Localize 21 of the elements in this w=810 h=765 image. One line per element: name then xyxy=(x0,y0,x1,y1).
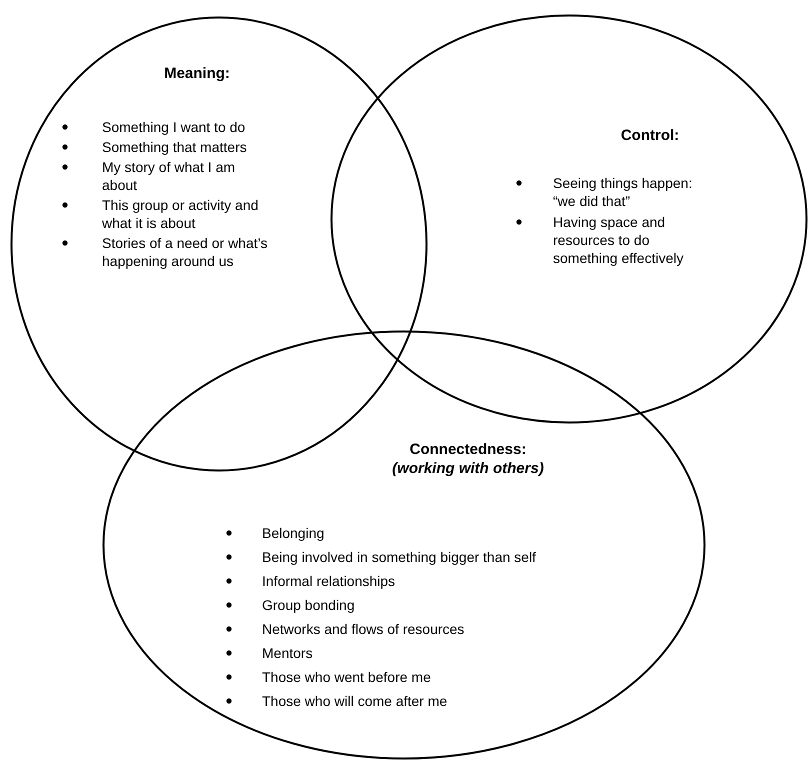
heading: Connectedness: xyxy=(408,440,528,459)
list-item-text: Seeing things happen: “we did that” xyxy=(553,174,694,210)
subheading: (working with others) xyxy=(391,459,545,478)
list-item-text: Being involved in something bigger than self xyxy=(262,548,537,566)
venn-ellipse xyxy=(102,330,706,760)
list-item-text: Something that matters xyxy=(102,138,248,156)
list-item-text: Group bonding xyxy=(262,596,356,614)
heading: Control: xyxy=(620,126,680,145)
list-item-text: Something I want to do xyxy=(102,118,246,136)
list-item-text: Mentors xyxy=(262,644,314,662)
venn-ellipse xyxy=(330,14,808,424)
list-item-text: This group or activity and what it is about xyxy=(102,196,260,232)
heading: Meaning: xyxy=(163,64,231,83)
list-item-text: Belonging xyxy=(262,524,326,542)
list-item-text: My story of what I am about xyxy=(102,158,236,194)
list-item-text: Stories of a need or what’s happening around us xyxy=(102,234,269,270)
list-item-text: Informal relationships xyxy=(262,572,396,590)
list-item-text: Those who went before me xyxy=(262,668,432,686)
list-item-text: Having space and resources to do something effectively xyxy=(553,213,684,267)
list-item-text: Networks and flows of resources xyxy=(262,620,466,638)
list-item-text: Those who will come after me xyxy=(262,692,448,710)
